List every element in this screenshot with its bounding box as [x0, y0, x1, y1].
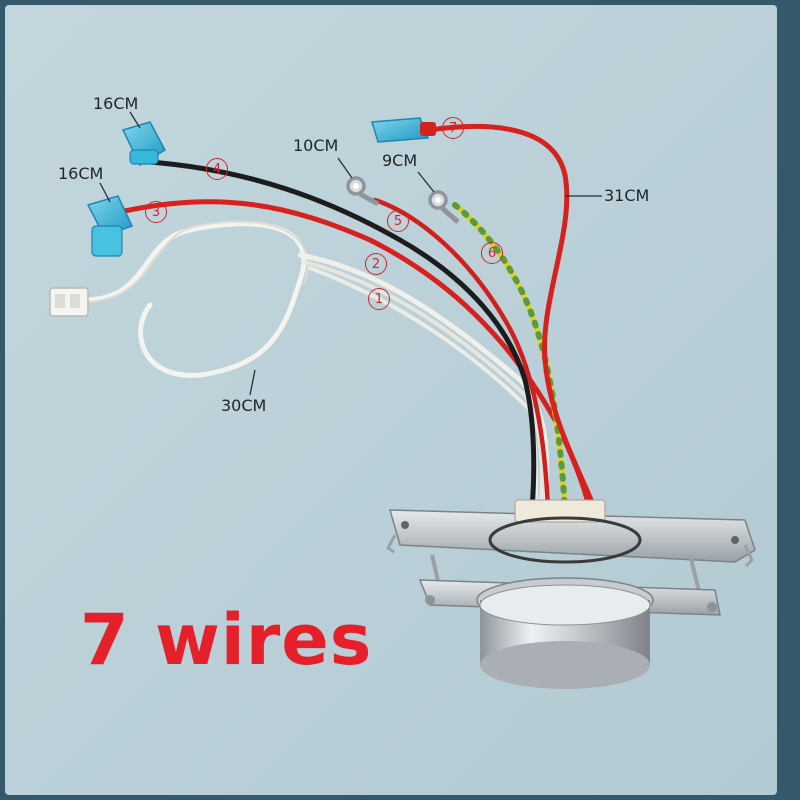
black-wire-4 [147, 159, 537, 513]
blue-connector-right [371, 117, 436, 143]
wire-number-4: 4 [206, 158, 228, 180]
yellow-green-stripe [452, 202, 568, 513]
wire-number-3: 3 [145, 201, 167, 223]
red-wire-7 [427, 123, 598, 513]
red-wire-5 [372, 197, 551, 513]
length-label-16cm-middle: 16CM [58, 164, 104, 183]
ring-terminal-10cm [346, 176, 380, 207]
wire-number-7: 7 [442, 117, 464, 139]
wire-number-6: 6 [481, 242, 503, 264]
ring-terminal-9cm [428, 190, 460, 224]
headline-text: 7 wires [80, 599, 373, 681]
blue-connector-top [121, 121, 166, 167]
length-label-30cm: 30CM [221, 396, 267, 415]
wire-number-5: 5 [387, 210, 409, 232]
wire-number-1: 1 [368, 288, 390, 310]
white-plug [49, 287, 89, 317]
wire-number-2: 2 [365, 253, 387, 275]
length-label-31cm: 31CM [604, 186, 650, 205]
leader-lines [99, 111, 602, 396]
thermostat-assembly [386, 499, 756, 689]
length-label-10cm: 10CM [293, 136, 339, 155]
length-label-16cm-top: 16CM [93, 94, 139, 113]
length-label-9cm: 9CM [382, 151, 418, 170]
